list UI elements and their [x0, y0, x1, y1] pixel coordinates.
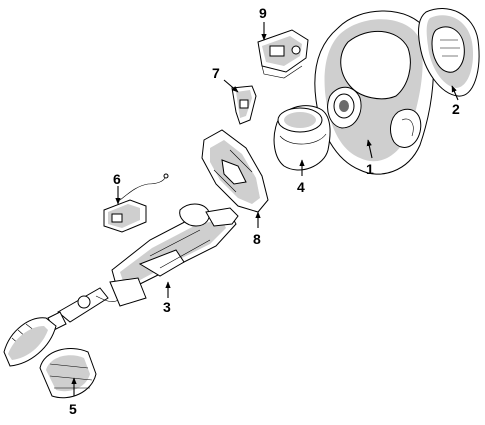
callout-1: 1: [366, 161, 374, 177]
airbag-module[interactable]: [417, 8, 480, 97]
leader-line-1: [366, 139, 373, 159]
callout-9: 9: [259, 5, 267, 21]
column-boot-lower[interactable]: [39, 348, 97, 399]
callout-8: 8: [253, 231, 261, 247]
column-boot-upper[interactable]: [3, 317, 57, 367]
clock-spring-sleeve[interactable]: [273, 105, 331, 171]
callout-3: 3: [163, 299, 171, 315]
steering-wheel[interactable]: [314, 10, 434, 175]
callout-5: 5: [69, 401, 77, 417]
callout-2: 2: [452, 101, 460, 117]
leader-line-2: [451, 85, 459, 101]
motor-actuator[interactable]: [103, 173, 169, 233]
callout-6: 6: [113, 171, 121, 187]
leader-line-7: [223, 79, 239, 93]
callout-7: 7: [212, 65, 220, 81]
steering-column[interactable]: [47, 203, 239, 331]
callout-4: 4: [297, 179, 305, 195]
sensor-bracket[interactable]: [231, 85, 257, 125]
column-housing[interactable]: [201, 129, 269, 213]
switch-module[interactable]: [257, 29, 309, 79]
